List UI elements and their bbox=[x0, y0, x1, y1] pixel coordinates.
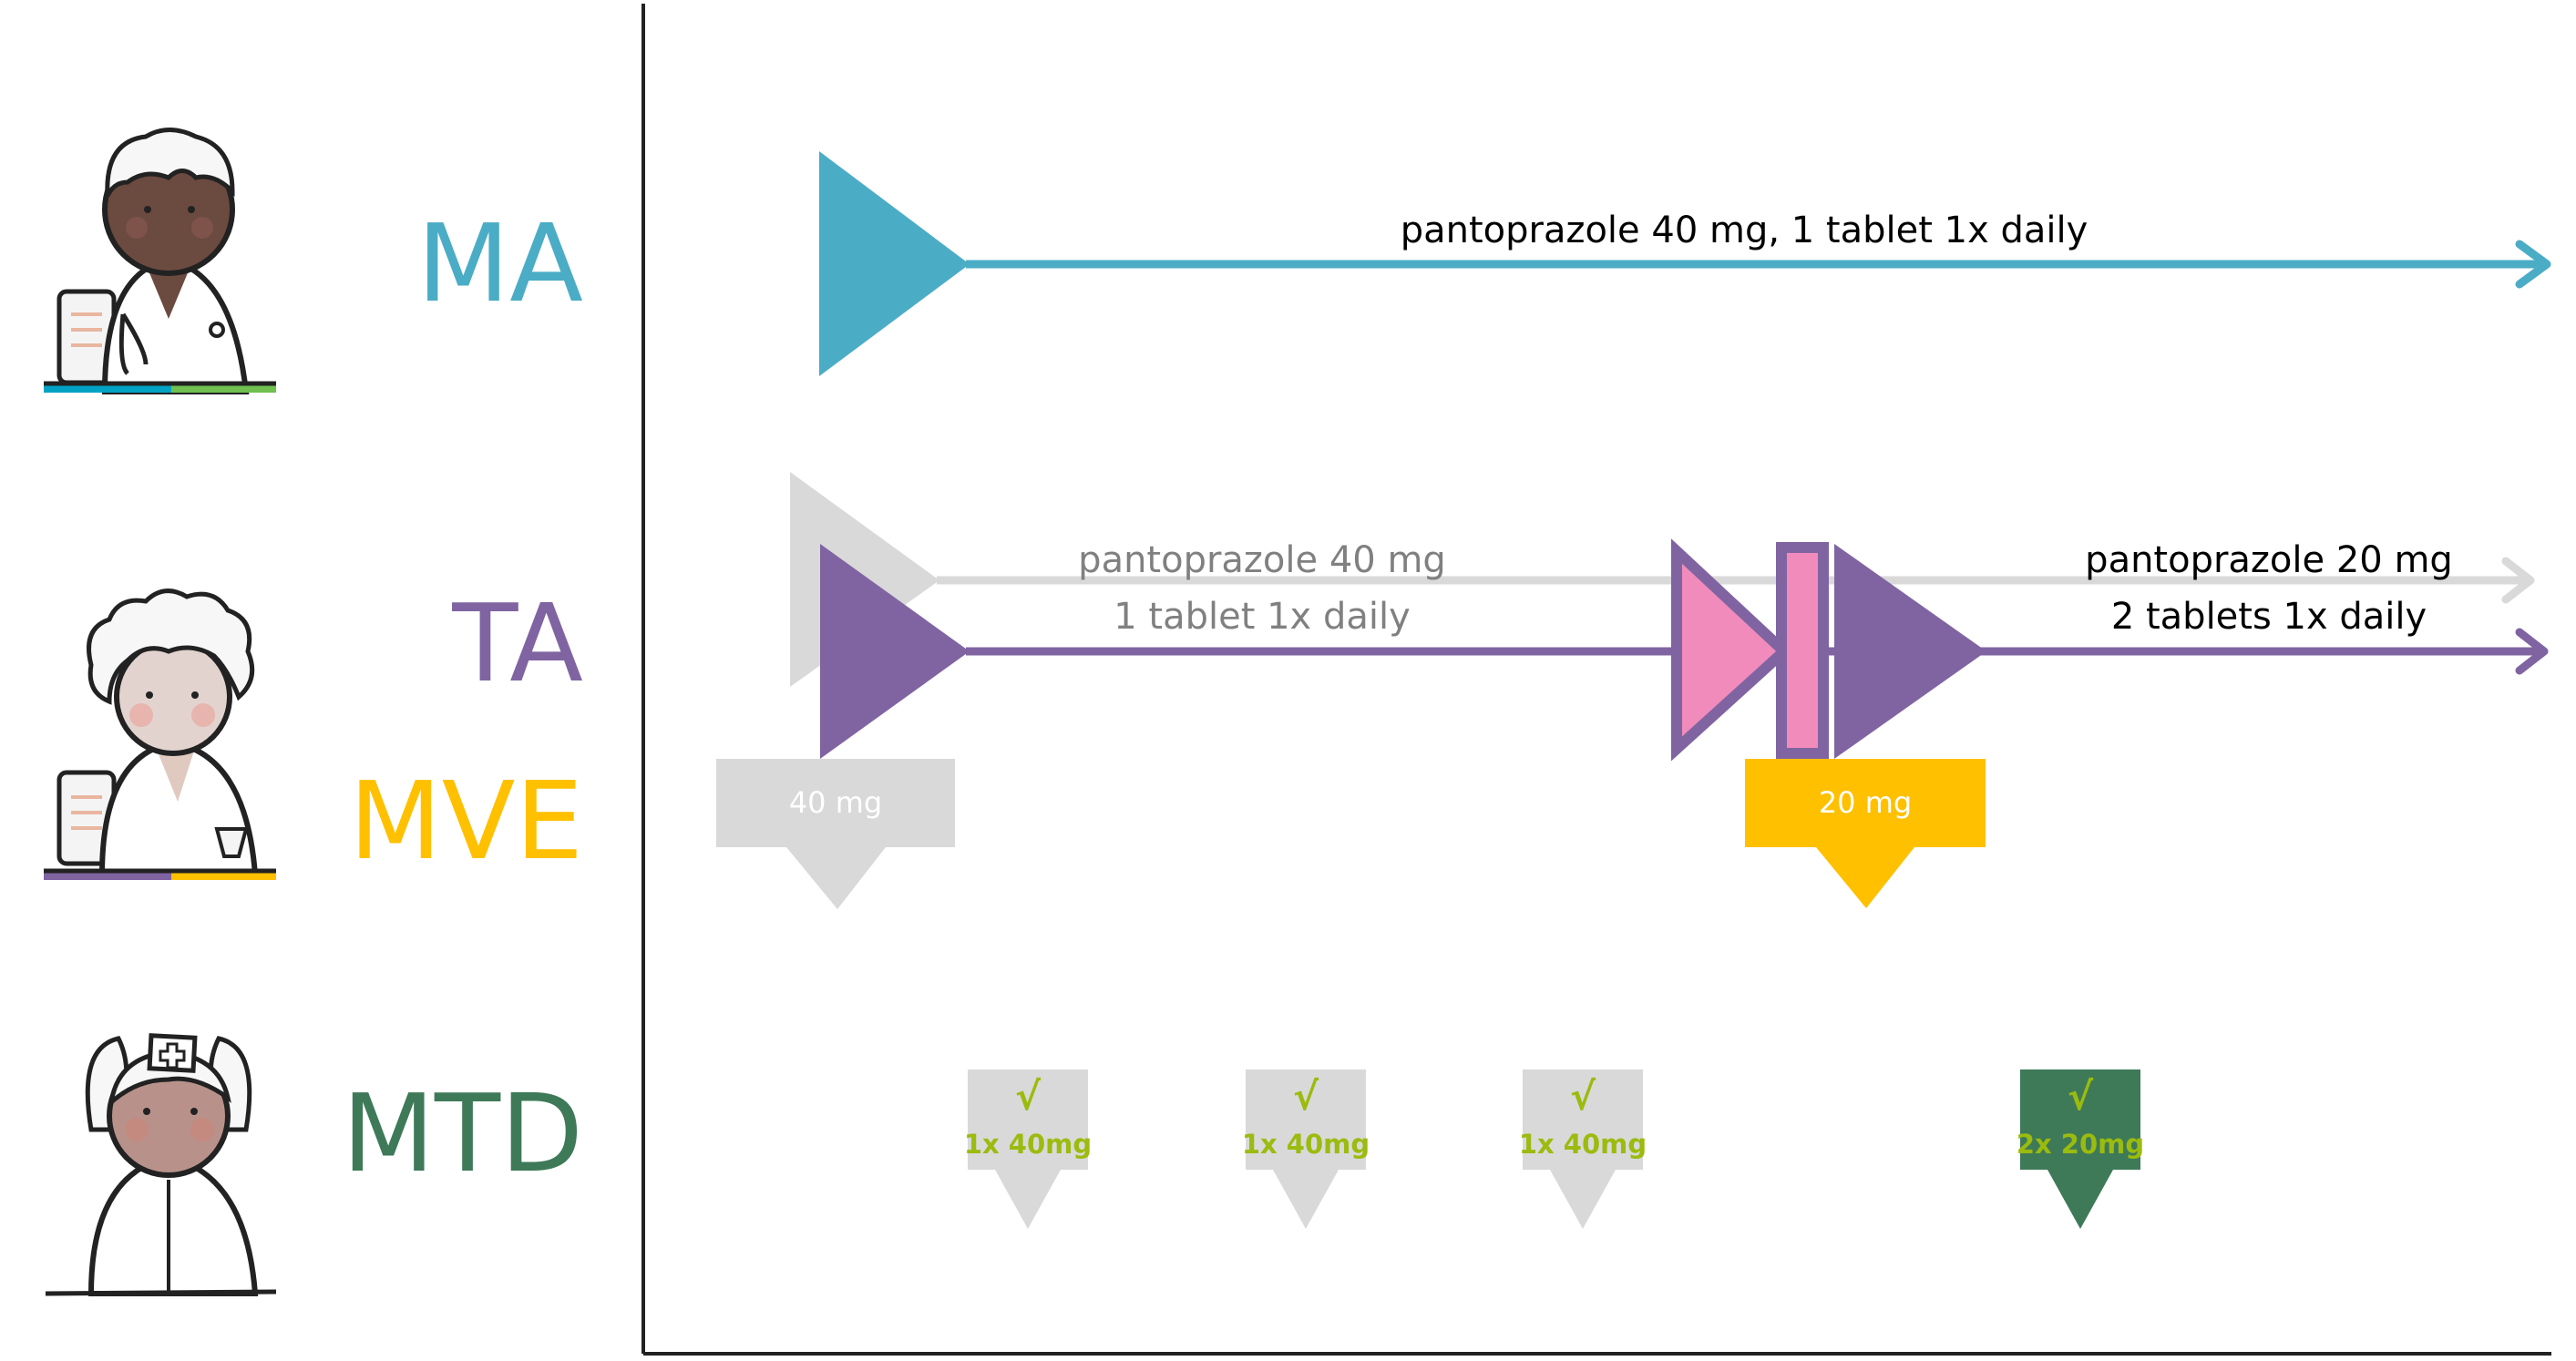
ma-timeline: pantoprazole 40 mg, 1 tablet 1x daily bbox=[819, 151, 2551, 376]
ma-arrowhead-icon bbox=[2515, 240, 2551, 289]
administration-callout-shape bbox=[2020, 1069, 2140, 1229]
ma-start-marker bbox=[819, 151, 970, 376]
administration-label: 2x 20mg bbox=[2017, 1129, 2144, 1160]
dispense-callout-shape bbox=[1745, 759, 1986, 908]
ta-old-arrowhead-icon bbox=[2501, 557, 2535, 604]
ta-start-marker bbox=[820, 544, 970, 759]
ta-new-prescription-line1: pantoprazole 20 mg bbox=[2085, 539, 2453, 581]
dispense-callout: 40 mg bbox=[716, 759, 955, 909]
administration-callout-shape bbox=[1523, 1069, 1643, 1229]
administration-label: 1x 40mg bbox=[964, 1129, 1092, 1160]
checkmark-icon: √ bbox=[1570, 1074, 1596, 1119]
doctor-avatar bbox=[44, 128, 276, 394]
administration-callout: √ 2x 20mg bbox=[2017, 1069, 2144, 1229]
administration-label: 1x 40mg bbox=[1519, 1129, 1647, 1160]
ta-old-prescription-line1: pantoprazole 40 mg bbox=[1078, 539, 1446, 581]
administration-label: 1x 40mg bbox=[1242, 1129, 1370, 1160]
nurse-avatar bbox=[45, 1033, 277, 1296]
pharmacist-avatar bbox=[44, 588, 276, 880]
administration-callout: √ 1x 40mg bbox=[964, 1069, 1092, 1229]
ta-old-prescription-line2: 1 tablet 1x daily bbox=[1114, 596, 1411, 638]
checkmark-icon: √ bbox=[1293, 1074, 1319, 1119]
dispense-callout: 20 mg bbox=[1745, 759, 1986, 908]
dispense-callout-shape bbox=[716, 759, 955, 909]
ta-stop-marker-bar bbox=[1776, 542, 1829, 759]
dispense-label: 20 mg bbox=[1819, 785, 1912, 820]
administration-callouts: √ 1x 40mg √ 1x 40mg √ 1x 40mg √ 2x 20mg bbox=[964, 1069, 2144, 1229]
ma-prescription-text: pantoprazole 40 mg, 1 tablet 1x daily bbox=[1401, 210, 2089, 251]
ta-new-prescription-line2: 2 tablets 1x daily bbox=[2111, 596, 2427, 638]
checkmark-icon: √ bbox=[2068, 1074, 2094, 1119]
administration-callout-shape bbox=[1246, 1069, 1366, 1229]
administration-callout: √ 1x 40mg bbox=[1242, 1069, 1370, 1229]
administration-callout-shape bbox=[968, 1069, 1088, 1229]
role-label-mtd: MTD bbox=[342, 1070, 583, 1196]
ta-stop-marker-triangle bbox=[1671, 538, 1792, 762]
ta-restart-marker bbox=[1834, 544, 1986, 759]
role-label-ta: TA bbox=[451, 580, 583, 706]
dispense-label: 40 mg bbox=[789, 785, 882, 820]
checkmark-icon: √ bbox=[1015, 1074, 1042, 1119]
ta-arrowhead-icon bbox=[2515, 628, 2549, 675]
administration-callout: √ 1x 40mg bbox=[1519, 1069, 1647, 1229]
role-label-ma: MA bbox=[416, 200, 583, 326]
role-label-mve: MVE bbox=[349, 758, 583, 884]
ta-new-timeline: pantoprazole 20 mg 2 tablets 1x daily bbox=[820, 538, 2549, 762]
